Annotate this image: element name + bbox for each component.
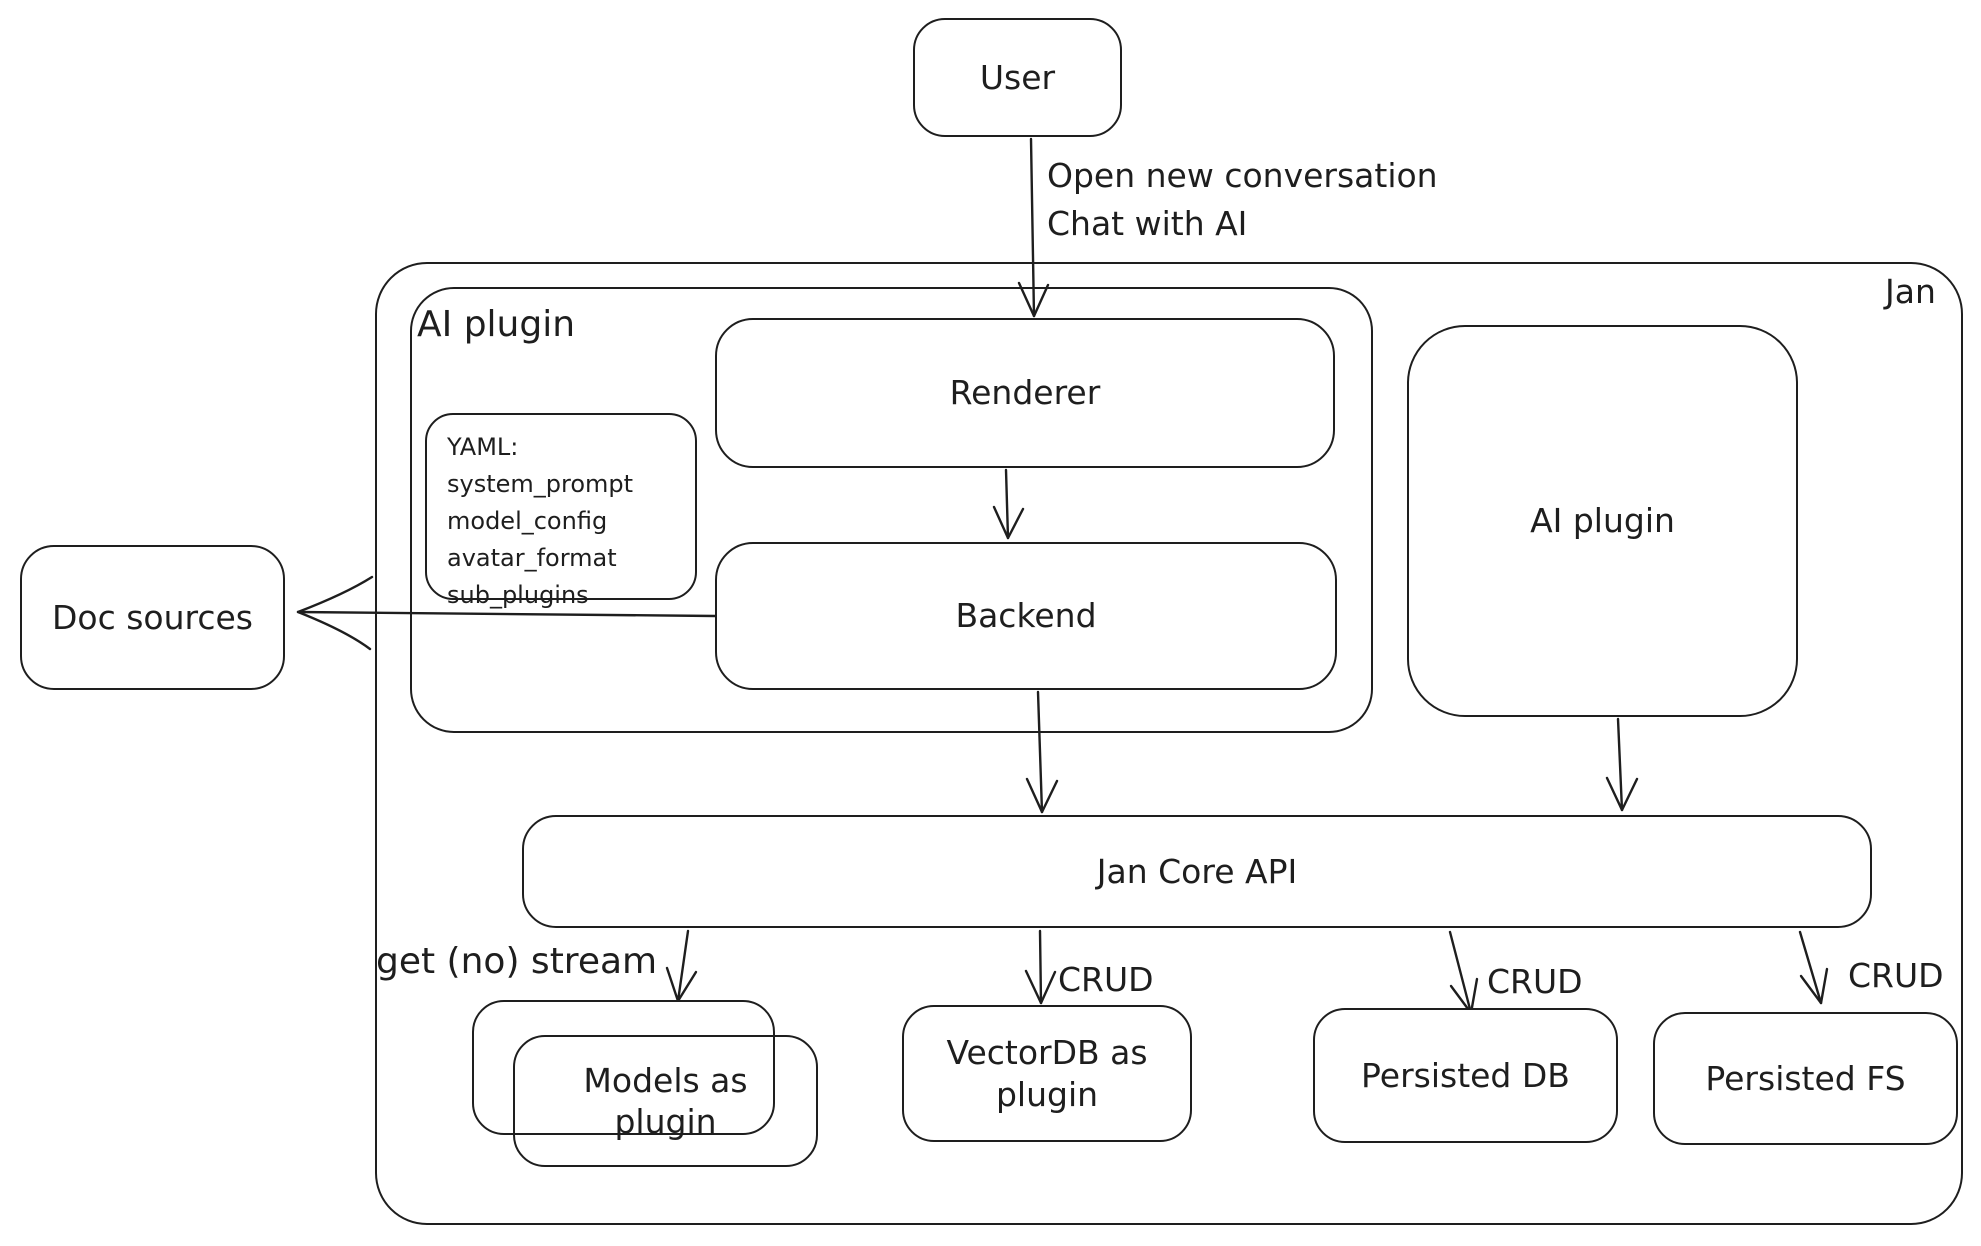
node-backend: Backend xyxy=(715,542,1337,690)
node-ai-plugin-right-label: AI plugin xyxy=(1530,501,1675,541)
node-jan-core-api-label: Jan Core API xyxy=(1096,851,1298,891)
container-jan-label: Jan xyxy=(1885,272,1936,311)
node-persisted-db: Persisted DB xyxy=(1313,1008,1618,1143)
node-models-plugin-back xyxy=(472,1000,775,1135)
node-doc-sources: Doc sources xyxy=(20,545,285,690)
yaml-line: model_config xyxy=(447,507,608,535)
edge-label-crud-vectordb: CRUD xyxy=(1058,960,1154,999)
node-vectordb-plugin-label: VectorDB as plugin xyxy=(946,1033,1148,1114)
node-models-plugin-label: Models as plugin xyxy=(583,1060,748,1141)
edge-label-get-no-stream: get (no) stream xyxy=(376,941,658,982)
node-vectordb-plugin: VectorDB as plugin xyxy=(902,1005,1192,1142)
edge-label-user-to-renderer: Open new conversation Chat with AI xyxy=(1047,152,1438,248)
edge-label-crud-persisted-db: CRUD xyxy=(1487,962,1583,1001)
node-persisted-db-label: Persisted DB xyxy=(1361,1055,1570,1095)
yaml-line: YAML: xyxy=(447,433,519,461)
node-renderer: Renderer xyxy=(715,318,1335,468)
yaml-line: sub_plugins xyxy=(447,581,589,609)
node-backend-label: Backend xyxy=(955,596,1097,636)
node-ai-plugin-right: AI plugin xyxy=(1407,325,1798,717)
edge-label-crud-persisted-fs: CRUD xyxy=(1848,956,1944,995)
node-persisted-fs: Persisted FS xyxy=(1653,1012,1958,1145)
yaml-line: avatar_format xyxy=(447,544,617,572)
node-user-label: User xyxy=(979,57,1056,97)
node-user: User xyxy=(913,18,1122,137)
container-ai-plugin-group xyxy=(410,287,1373,733)
node-jan-core-api: Jan Core API xyxy=(522,815,1872,928)
container-ai-plugin-group-label: AI plugin xyxy=(417,304,576,345)
container-jan xyxy=(375,262,1963,1225)
edge-label-line2: Chat with AI xyxy=(1047,204,1248,243)
node-doc-sources-label: Doc sources xyxy=(51,597,253,637)
edge-label-line1: Open new conversation xyxy=(1047,156,1438,195)
yaml-line: system_prompt xyxy=(447,470,634,498)
node-renderer-label: Renderer xyxy=(949,373,1101,413)
node-persisted-fs-label: Persisted FS xyxy=(1705,1058,1906,1098)
node-models-plugin: Models as plugin xyxy=(513,1035,818,1167)
note-yaml-config: YAML: system_prompt model_config avatar_… xyxy=(425,413,697,609)
